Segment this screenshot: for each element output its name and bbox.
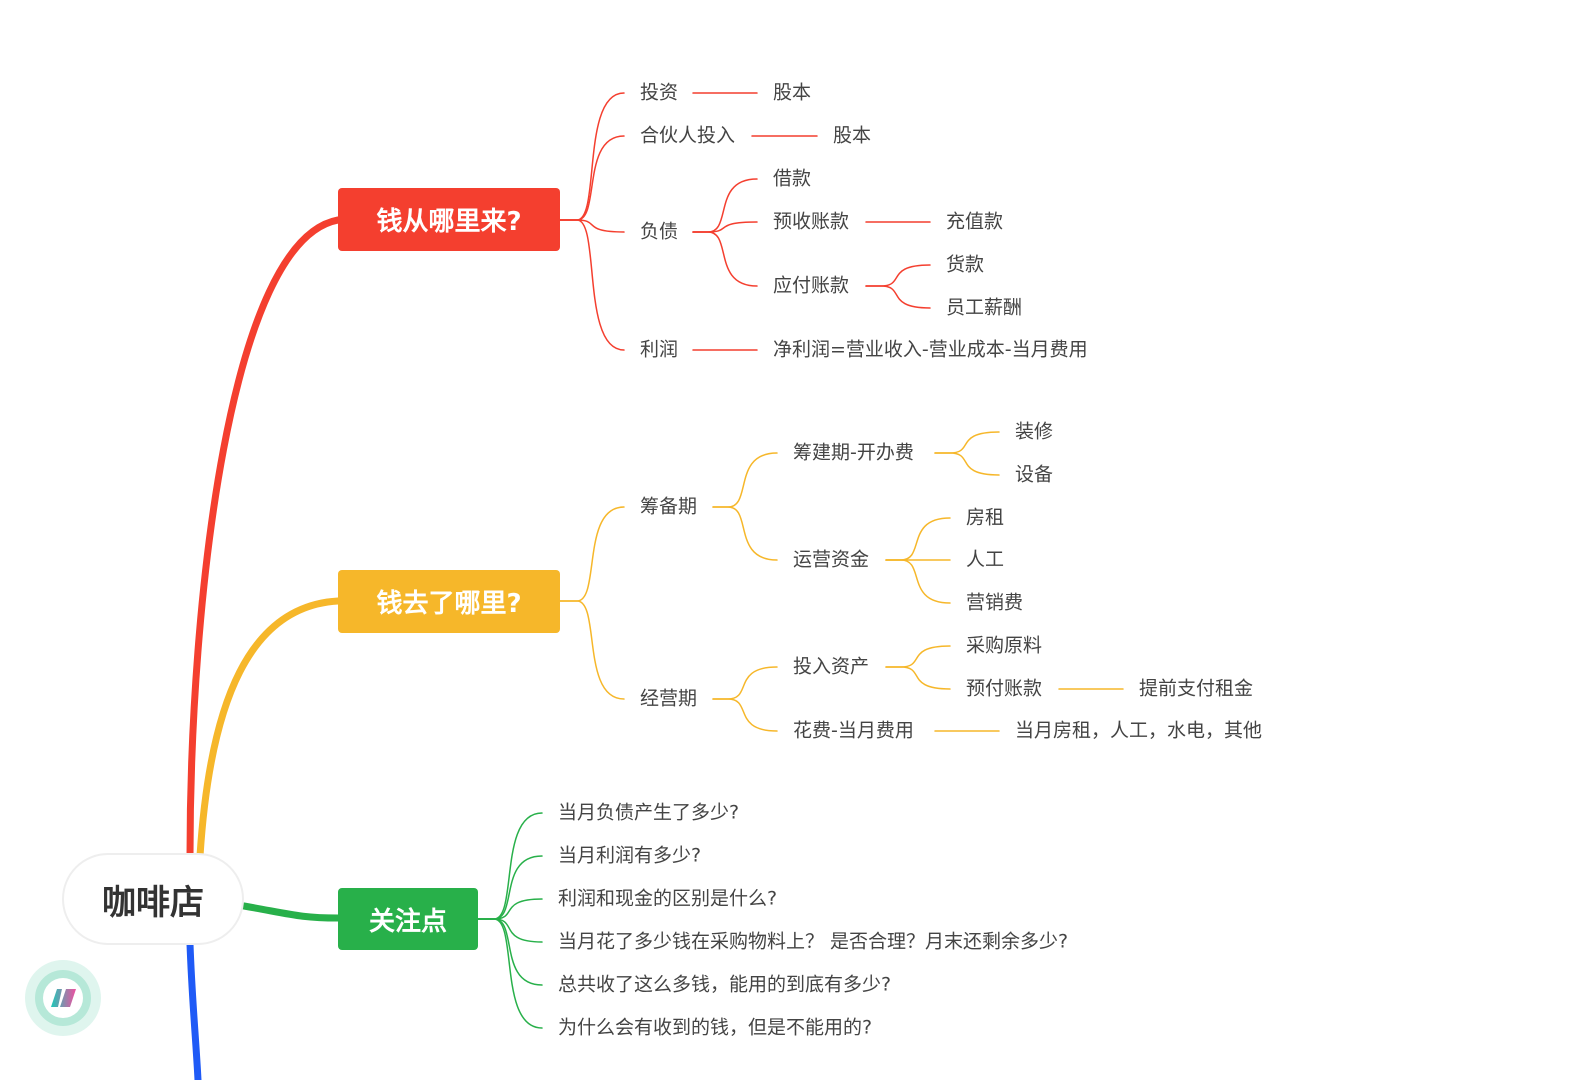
invest-node[interactable]: 投资 xyxy=(640,81,679,104)
connector xyxy=(865,285,931,309)
connector xyxy=(885,666,951,690)
connector xyxy=(477,812,543,920)
connector xyxy=(885,517,951,561)
connector xyxy=(712,506,778,561)
partner-node[interactable]: 合伙人投入 xyxy=(640,124,736,147)
focus-item[interactable]: 总共收了这么多钱，能用的到底有多少? xyxy=(558,973,892,996)
connector xyxy=(186,216,342,860)
connector xyxy=(934,431,1000,454)
equity-node[interactable]: 股本 xyxy=(773,81,812,104)
connector xyxy=(477,918,543,1029)
debt-node[interactable]: 负债 xyxy=(640,220,679,243)
focus-item[interactable]: 利润和现金的区别是什么? xyxy=(558,887,778,910)
equipment-node[interactable]: 设备 xyxy=(1015,463,1054,486)
capital-node[interactable]: 运营资金 xyxy=(793,548,870,571)
connector xyxy=(692,178,758,233)
connector xyxy=(934,452,1000,476)
prepaid-node[interactable]: 预收账款 xyxy=(773,210,850,233)
connector xyxy=(692,231,758,287)
prepaid-rent-node[interactable]: 提前支付租金 xyxy=(1139,677,1254,700)
monthly-cost-node[interactable]: 当月房租，人工，水电，其他 xyxy=(1015,719,1263,742)
connector xyxy=(865,264,931,287)
prep-period-node[interactable]: 筹备期 xyxy=(640,495,698,518)
connector xyxy=(186,940,202,1080)
goods-payment-node[interactable]: 货款 xyxy=(946,253,985,276)
assets-node[interactable]: 投入资产 xyxy=(793,655,870,678)
salary-node[interactable]: 员工薪酬 xyxy=(946,296,1023,319)
raw-material-node[interactable]: 采购原料 xyxy=(966,634,1043,657)
topup-node[interactable]: 充值款 xyxy=(946,210,1004,233)
connector xyxy=(692,221,758,233)
branch-money-source[interactable]: 钱从哪里来? xyxy=(338,188,560,251)
branch-focus[interactable]: 关注点 xyxy=(338,888,478,950)
connector xyxy=(712,666,778,700)
connector xyxy=(559,219,625,233)
focus-item[interactable]: 当月负债产生了多少? xyxy=(558,801,740,824)
ops-period-node[interactable]: 经营期 xyxy=(640,687,698,710)
labor-node[interactable]: 人工 xyxy=(966,548,1005,571)
connector xyxy=(559,506,625,602)
logo-icon xyxy=(51,989,76,1007)
root-node[interactable]: 咖啡店 xyxy=(62,853,244,945)
equity-node[interactable]: 股本 xyxy=(833,124,872,147)
connector xyxy=(712,452,778,508)
connector xyxy=(559,219,625,351)
connector xyxy=(559,135,625,221)
focus-item[interactable]: 当月花了多少钱在采购物料上？ 是否合理？月末还剩余多少? xyxy=(558,930,1069,953)
prepay-node[interactable]: 预付账款 xyxy=(966,677,1043,700)
payable-node[interactable]: 应付账款 xyxy=(773,274,850,297)
branch-money-use[interactable]: 钱去了哪里? xyxy=(338,570,560,633)
connector xyxy=(885,645,951,668)
expense-node[interactable]: 花费-当月费用 xyxy=(793,719,914,742)
net-profit-node[interactable]: 净利润=营业收入-营业成本-当月费用 xyxy=(773,338,1088,361)
setup-cost-node[interactable]: 筹建期-开办费 xyxy=(793,441,914,464)
focus-item[interactable]: 当月利润有多少? xyxy=(558,844,702,867)
connector xyxy=(196,597,342,860)
connector xyxy=(240,902,342,922)
connector xyxy=(559,92,625,221)
connector xyxy=(477,918,543,943)
connector xyxy=(885,559,951,604)
app-logo[interactable] xyxy=(25,960,101,1036)
connector xyxy=(559,600,625,700)
profit-node[interactable]: 利润 xyxy=(640,338,679,361)
rent-node[interactable]: 房租 xyxy=(966,506,1005,529)
connector xyxy=(712,698,778,732)
marketing-node[interactable]: 营销费 xyxy=(966,591,1024,614)
decor-node[interactable]: 装修 xyxy=(1015,420,1054,443)
connector xyxy=(477,898,543,920)
focus-item[interactable]: 为什么会有收到的钱，但是不能用的? xyxy=(558,1016,873,1039)
loan-node[interactable]: 借款 xyxy=(773,167,812,190)
